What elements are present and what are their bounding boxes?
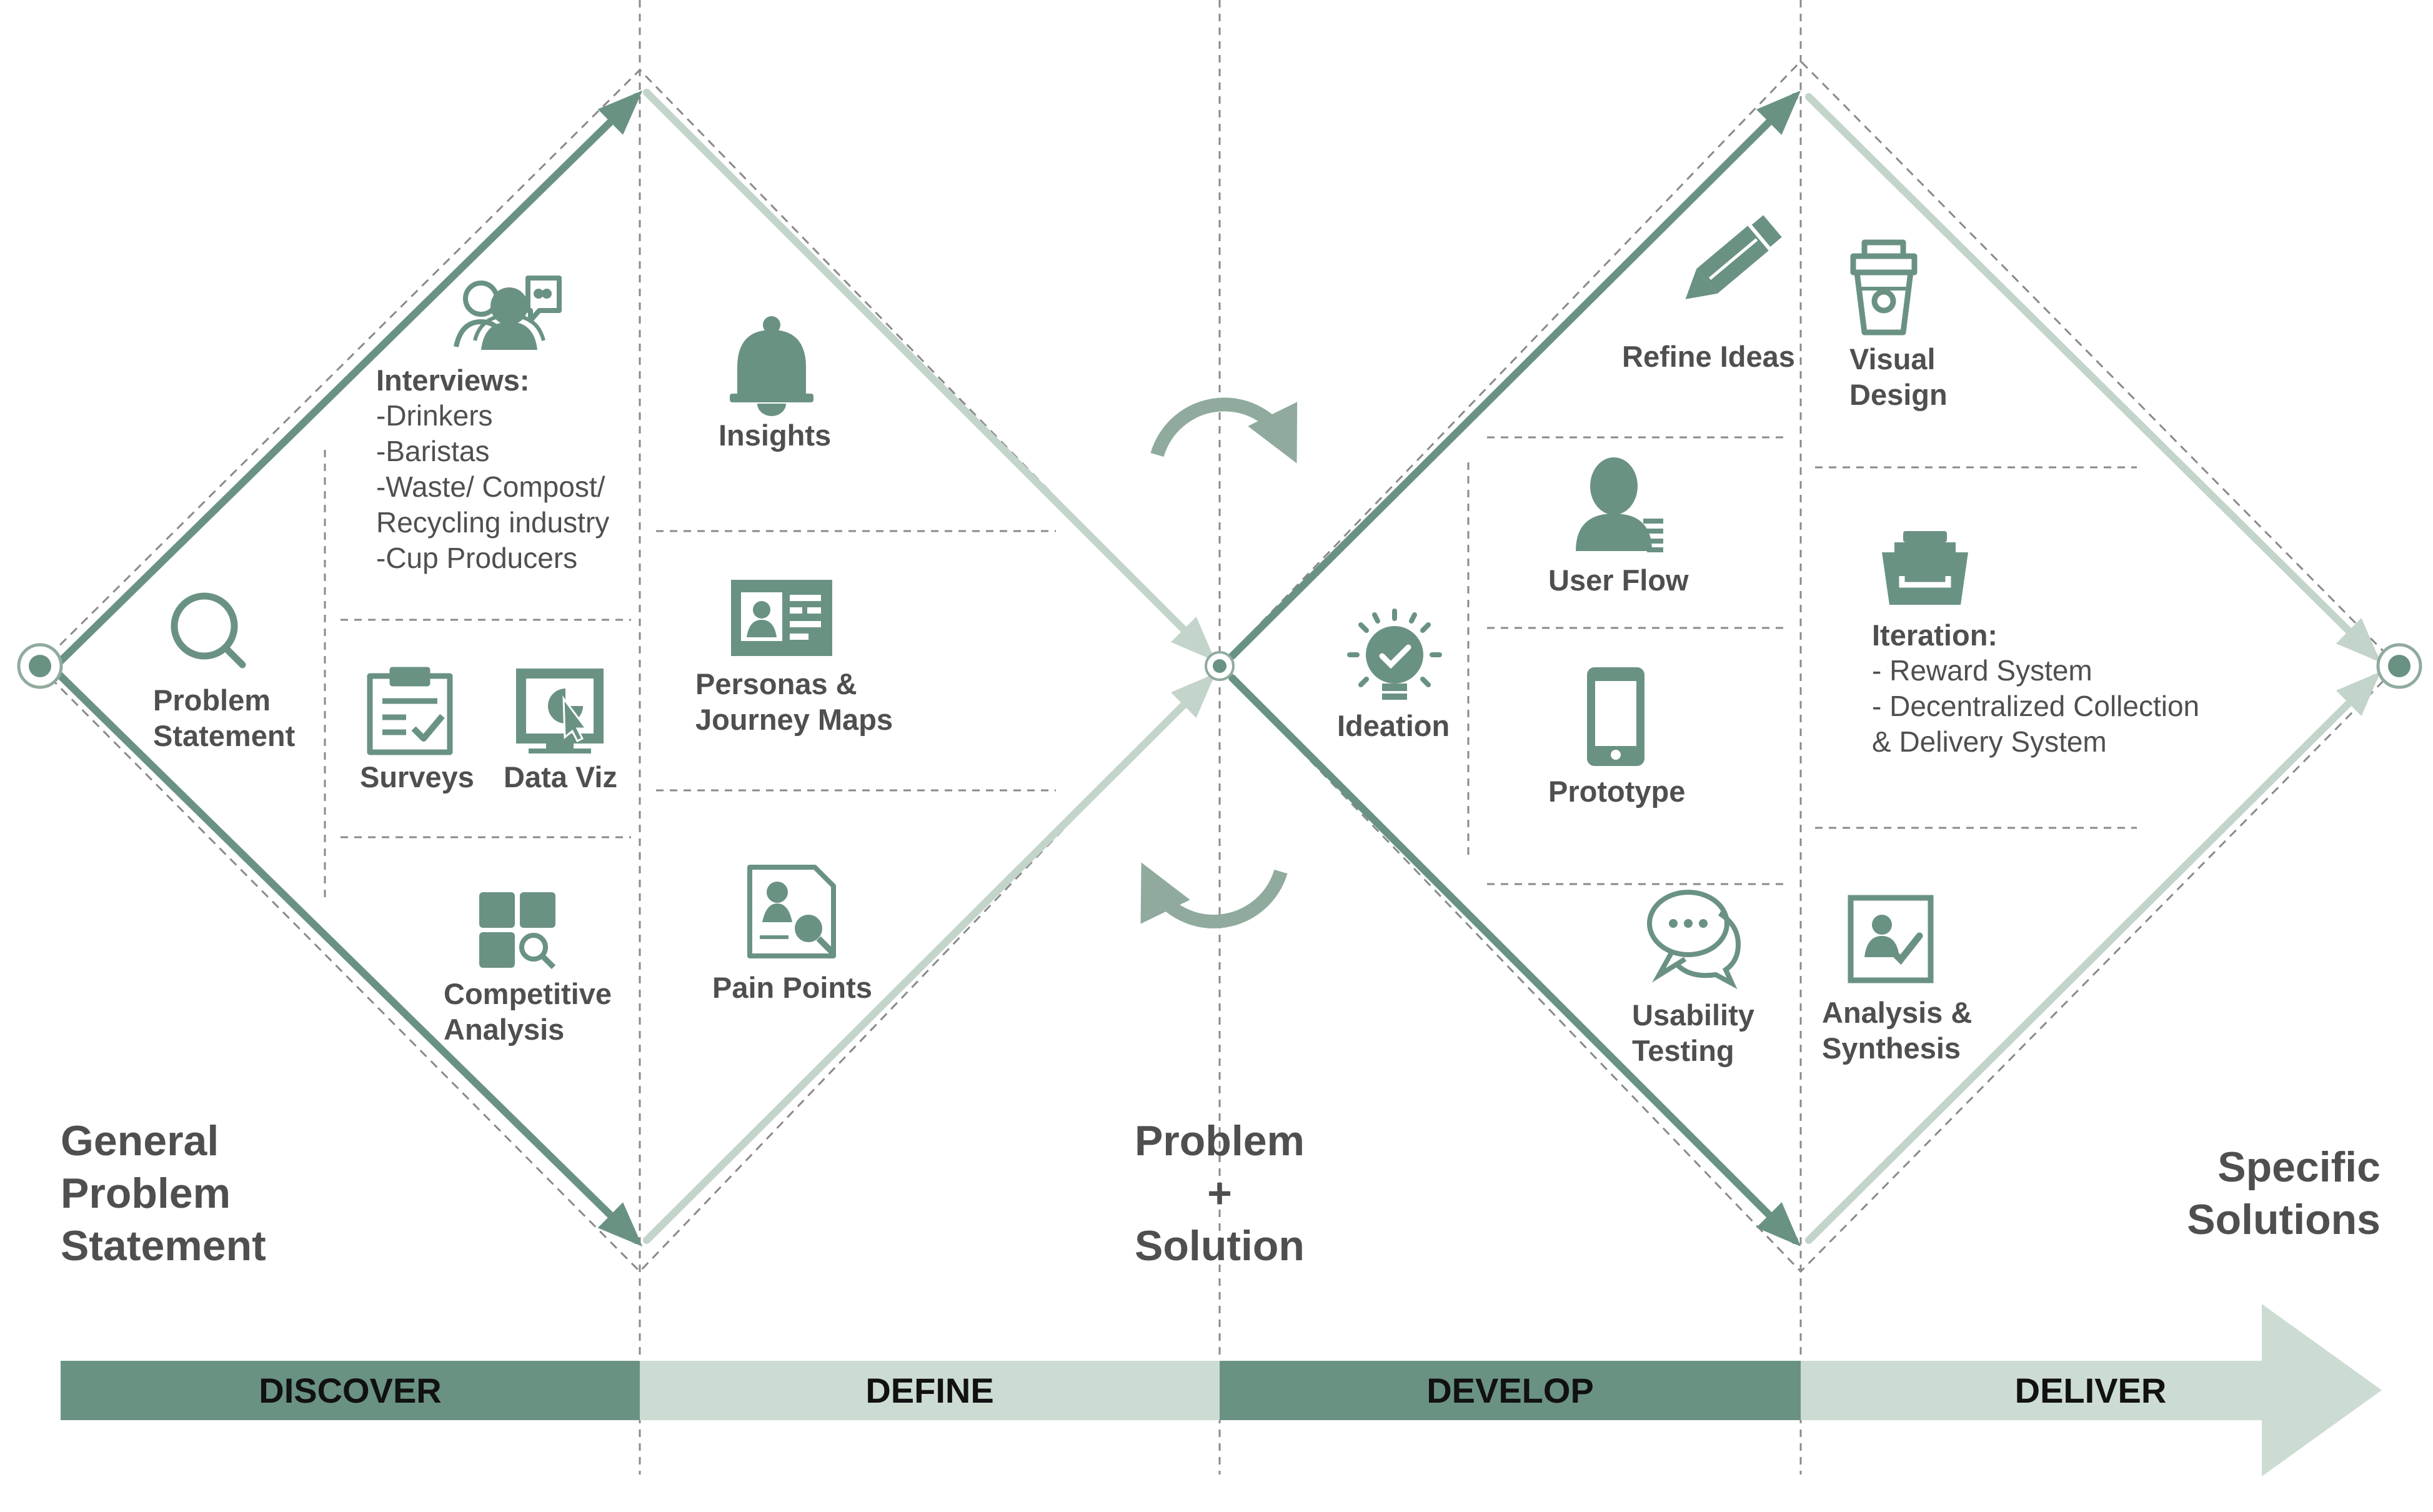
phase-bar-discover — [61, 1361, 640, 1420]
pain-points-icon — [747, 865, 836, 958]
specific-solutions-label: Specific Solutions — [2124, 1141, 2381, 1246]
phase-bar-define — [640, 1361, 1220, 1420]
outer-dashed-diamonds — [37, 59, 2400, 1273]
iteration-block: Iteration: - Reward System - Decentraliz… — [1872, 617, 2199, 760]
interviews-item: -Baristas — [376, 435, 490, 467]
user-flow-icon — [1576, 457, 1663, 552]
visual-design-line: Visual — [1849, 342, 1936, 376]
interviews-item: -Drinkers — [376, 399, 493, 432]
bell-icon — [730, 316, 813, 416]
specific-solutions-line: Specific — [2217, 1143, 2381, 1191]
interviews-item: -Cup Producers — [376, 542, 578, 574]
analysis-synthesis-line: Synthesis — [1822, 1032, 1961, 1065]
interviews-title: Interviews: — [376, 364, 530, 397]
diamond-arrows — [56, 89, 2381, 1247]
interviews-item: Recycling industry — [376, 506, 610, 539]
general-problem-line: Problem — [61, 1170, 231, 1217]
specific-solutions-line: Solutions — [2187, 1196, 2381, 1243]
general-problem-line: Statement — [61, 1222, 266, 1270]
general-problem-line: General — [61, 1117, 219, 1165]
problem-statement-label: Problem Statement — [153, 682, 295, 754]
general-problem-statement: General Problem Statement — [61, 1115, 266, 1272]
personas-line: Personas & — [695, 667, 857, 700]
ideation-label: Ideation — [1337, 709, 1450, 742]
problem-solution-line: Problem — [1134, 1117, 1305, 1165]
iteration-title: Iteration: — [1872, 619, 1998, 652]
interview-icon — [454, 276, 562, 350]
analysis-check-icon — [1848, 895, 1934, 983]
node-circles — [17, 643, 2422, 689]
interviews-block: Interviews: -Drinkers -Baristas -Waste/ … — [376, 362, 609, 576]
problem-solution-line: Solution — [1135, 1222, 1305, 1270]
visual-design-line: Design — [1849, 378, 1948, 411]
basket-icon — [1882, 531, 1968, 605]
iteration-item: & Delivery System — [1872, 725, 2107, 758]
usability-testing-line: Testing — [1632, 1034, 1734, 1067]
problem-statement-line: Problem — [153, 684, 271, 717]
phase-label-discover: DISCOVER — [259, 1371, 442, 1410]
refine-ideas-label: Refine Ideas — [1622, 340, 1795, 373]
user-flow-label: User Flow — [1548, 564, 1689, 597]
survey-clipboard-icon — [367, 667, 453, 755]
phase-label-develop: DEVELOP — [1426, 1371, 1594, 1410]
interviews-item: -Waste/ Compost/ — [376, 470, 605, 503]
lightbulb-icon — [1347, 609, 1442, 700]
phase-label-define: DEFINE — [865, 1371, 994, 1410]
prototype-label: Prototype — [1548, 775, 1686, 808]
competitive-analysis-line: Analysis — [444, 1013, 565, 1046]
competitive-analysis-line: Competitive — [444, 977, 612, 1010]
usability-testing-label: Usability Testing — [1632, 997, 1754, 1068]
visual-design-label: Visual Design — [1849, 341, 1948, 412]
refresh-cycle-icon — [1140, 397, 1298, 928]
usability-testing-line: Usability — [1632, 998, 1754, 1032]
analysis-synthesis-line: Analysis & — [1822, 996, 1973, 1029]
phase-bar-deliver — [1801, 1304, 2382, 1476]
pain-points-label: Pain Points — [712, 971, 872, 1004]
problem-statement-line: Statement — [153, 719, 296, 752]
phase-bar — [61, 1304, 2382, 1476]
pencil-icon — [1685, 209, 1788, 299]
data-viz-monitor-icon — [516, 669, 604, 754]
personas-line: Journey Maps — [695, 703, 893, 736]
analysis-synthesis-label: Analysis & Synthesis — [1822, 995, 1972, 1066]
phase-bar-develop — [1220, 1361, 1801, 1420]
insights-label: Insights — [719, 419, 832, 452]
phone-icon — [1587, 667, 1644, 766]
section-dividers — [324, 436, 2137, 900]
problem-solution-label: Problem + Solution — [1095, 1115, 1345, 1272]
iteration-item: - Decentralized Collection — [1872, 690, 2200, 722]
competitive-grid-icon — [479, 892, 556, 970]
personas-label: Personas & Journey Maps — [695, 666, 893, 737]
magnifier-icon — [171, 592, 246, 669]
competitive-analysis-label: Competitive Analysis — [444, 976, 612, 1047]
persona-card-icon — [731, 580, 832, 656]
surveys-label: Surveys — [360, 760, 474, 793]
data-viz-label: Data Viz — [504, 760, 617, 793]
coffee-cup-icon — [1850, 239, 1918, 336]
phase-label-deliver: DELIVER — [2014, 1371, 2167, 1410]
chat-bubbles-icon — [1647, 890, 1741, 990]
problem-solution-line: + — [1207, 1170, 1232, 1217]
iteration-item: - Reward System — [1872, 654, 2092, 687]
